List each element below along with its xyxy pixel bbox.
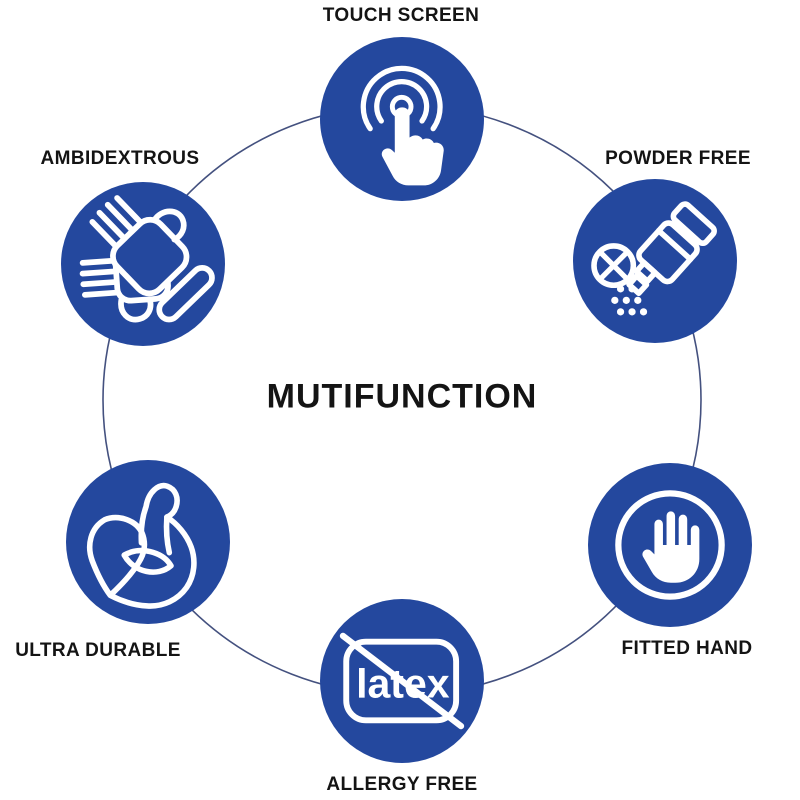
palm-hand-icon <box>615 490 725 600</box>
label-powder-free: POWDER FREE <box>605 148 751 169</box>
page-title: MUTIFUNCTION <box>266 377 538 416</box>
crossed-gloves-icon <box>79 195 215 323</box>
ambidextrous-badge <box>61 182 225 346</box>
label-allergy-free: ALLERGY FREE <box>326 774 478 795</box>
ultra-durable-badge <box>66 460 230 624</box>
label-ultra-durable: ULTRA DURABLE <box>15 640 181 661</box>
label-touch-screen: TOUCH SCREEN <box>322 5 480 26</box>
no-latex-icon: latex <box>339 632 465 730</box>
bicep-muscle-icon <box>86 482 197 609</box>
powder-free-badge <box>573 179 737 343</box>
powder-shaker-icon <box>591 201 717 316</box>
touch-gesture-icon <box>360 65 444 186</box>
right-glove <box>89 195 215 323</box>
allergy-free-badge: latex <box>320 599 484 763</box>
touch-screen-badge <box>320 37 484 201</box>
label-fitted-hand: FITTED HAND <box>621 638 753 659</box>
powder-dots <box>611 285 648 316</box>
fitted-hand-badge <box>588 463 752 627</box>
label-ambidextrous: AMBIDEXTROUS <box>40 148 200 169</box>
